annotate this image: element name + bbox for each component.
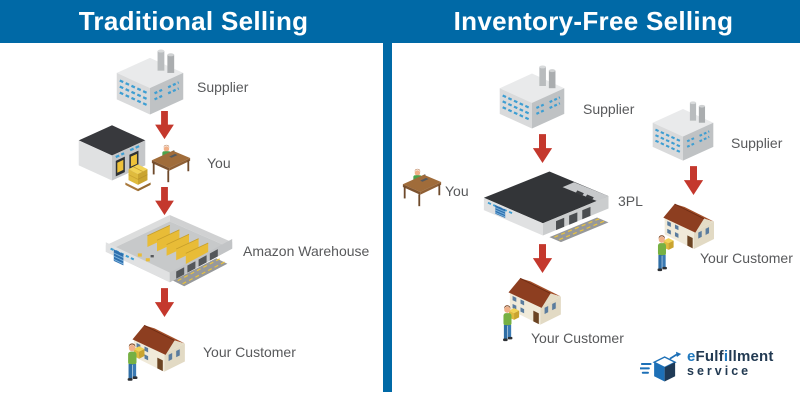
amazon-warehouse-label: Amazon Warehouse: [243, 243, 370, 259]
supplier-label-mid: Supplier: [583, 101, 635, 117]
delivery-person-icon: [655, 233, 677, 277]
down-arrow-icon: [532, 134, 553, 164]
left-panel-title: Traditional Selling: [78, 6, 309, 36]
brand-name-part: e: [687, 348, 696, 365]
header-bar: Traditional Selling Inventory-Free Selli…: [0, 0, 800, 43]
down-arrow-icon: [154, 111, 175, 140]
desk-person-icon: [148, 143, 194, 184]
brand-name-part: llment: [728, 348, 774, 365]
brand-name: eFulfillment: [687, 349, 774, 365]
customer-label-left: Your Customer: [203, 344, 296, 360]
logo-shipping-box-icon: [640, 350, 684, 385]
factory-icon: [112, 48, 188, 116]
factory-icon: [648, 100, 718, 162]
brand-subname: service: [687, 363, 752, 378]
factory-icon: [495, 64, 569, 130]
desk-person-icon: [399, 167, 445, 208]
panel-divider: [383, 43, 392, 392]
threepl-warehouse-icon: [477, 165, 617, 247]
delivery-person-icon: [125, 341, 148, 387]
supplier-label-right: Supplier: [731, 135, 783, 151]
down-arrow-icon: [683, 166, 704, 196]
brand-name-part: Fulf: [695, 348, 724, 365]
brand-name-part: i: [723, 348, 729, 365]
you-label-right: You: [445, 183, 469, 199]
delivery-person-icon: [500, 303, 523, 347]
you-label-left: You: [207, 155, 231, 171]
right-panel-title: Inventory-Free Selling: [453, 6, 734, 36]
down-arrow-icon: [154, 288, 175, 318]
brand-logo-text: eFulfillment service: [687, 349, 774, 378]
supplier-label-left: Supplier: [197, 79, 249, 95]
threepl-label: 3PL: [618, 193, 643, 209]
amazon-warehouse-icon: [101, 207, 237, 291]
customer-label-mid: Your Customer: [531, 330, 624, 346]
customer-label-right: Your Customer: [700, 250, 793, 266]
